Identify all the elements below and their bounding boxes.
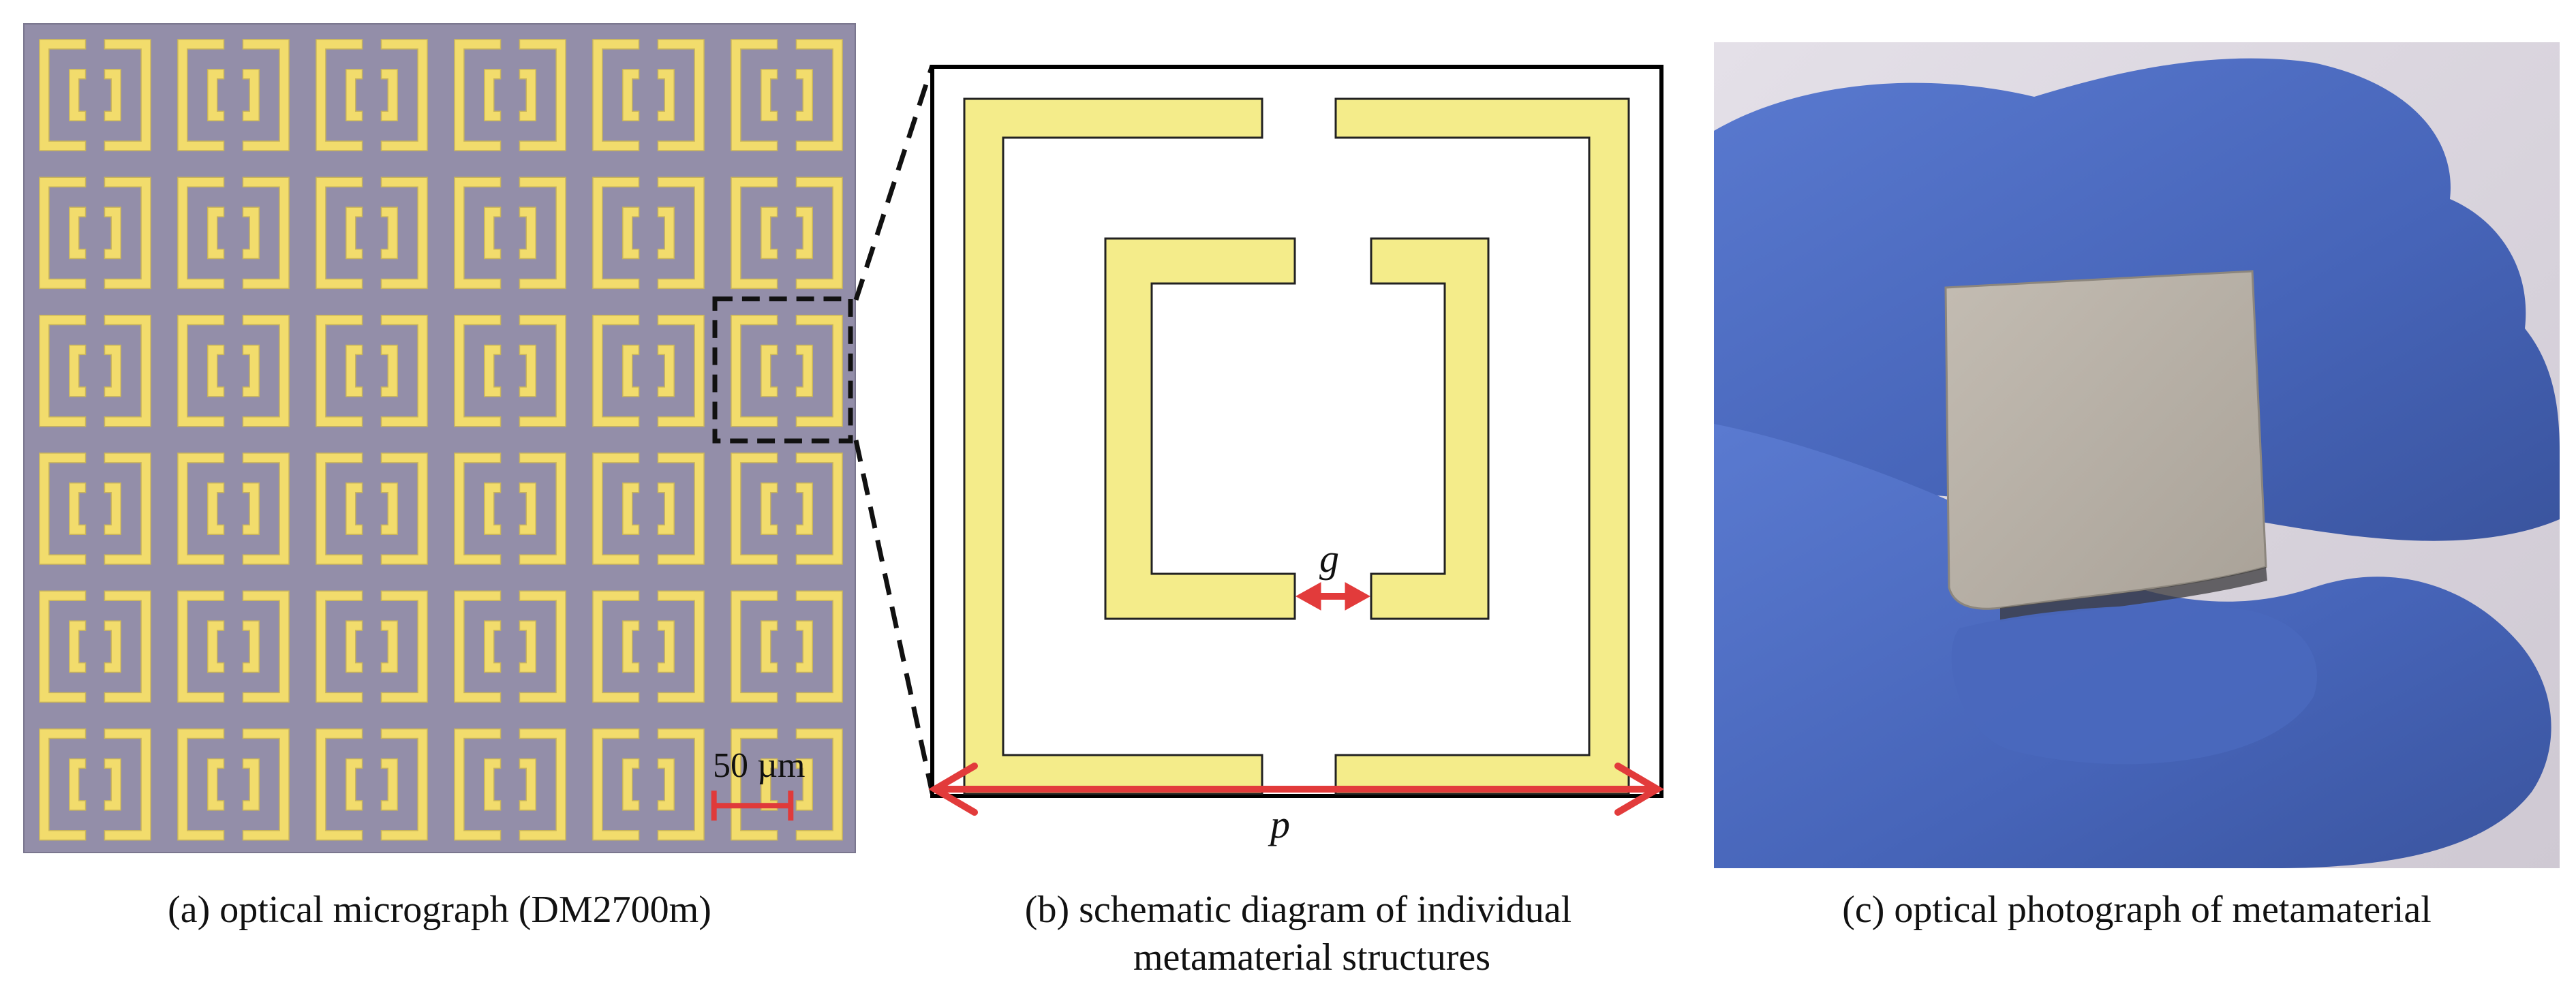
- resonator-cell: [592, 177, 705, 290]
- resonator-cell: [39, 590, 151, 703]
- resonator-cell: [316, 39, 428, 151]
- resonator-cell: [177, 590, 290, 703]
- resonator-cell: [592, 314, 705, 427]
- resonator-cell: [731, 453, 843, 565]
- resonator-cell: [177, 728, 290, 841]
- caption-b: (b) schematic diagram of individual meta…: [927, 886, 1670, 981]
- resonator-cell: [454, 728, 566, 841]
- resonator-cell: [177, 314, 290, 427]
- gap-arrow: [1295, 582, 1371, 611]
- resonator-cell: [316, 590, 428, 703]
- optical-micrograph: 50 µm: [23, 23, 856, 853]
- scale-bar: [711, 791, 794, 821]
- resonator-cell: [177, 177, 290, 290]
- resonator-cell: [731, 590, 843, 703]
- resonator-cell: [731, 728, 843, 841]
- resonator-cell: [454, 453, 566, 565]
- inner-ring-right: [1370, 237, 1490, 620]
- highlight-box: [712, 296, 853, 444]
- resonator-cell: [177, 39, 290, 151]
- resonator-cell: [316, 177, 428, 290]
- period-label: p: [1270, 802, 1290, 846]
- outer-ring-left: [963, 97, 1263, 795]
- unit-cell-schematic: [928, 65, 1664, 816]
- caption-b-line2: metamaterial structures: [1133, 936, 1490, 979]
- resonator-cell: [592, 590, 705, 703]
- resonator-cell: [316, 314, 428, 427]
- outer-ring-right: [1334, 97, 1630, 795]
- unit-cell-frame: [930, 65, 1663, 798]
- gap-label: g: [1319, 536, 1339, 581]
- scale-bar-label: 50 µm: [713, 746, 806, 785]
- resonator-cell: [592, 453, 705, 565]
- resonator-cell: [731, 177, 843, 290]
- resonator-cell: [454, 590, 566, 703]
- resonator-cell: [316, 453, 428, 565]
- resonator-cell: [39, 453, 151, 565]
- resonator-cell: [454, 39, 566, 151]
- metamaterial-photograph: [1714, 42, 2560, 868]
- resonator-cell: [592, 728, 705, 841]
- resonator-cell: [592, 39, 705, 151]
- micrograph-array: [39, 39, 853, 841]
- resonator-cell: [39, 314, 151, 427]
- resonator-cell: [316, 728, 428, 841]
- photo-illustration: [1714, 42, 2560, 868]
- schematic-diagram: g p: [927, 61, 1670, 879]
- resonator-cell: [39, 39, 151, 151]
- resonator-cell: [39, 728, 151, 841]
- period-arrow: [928, 763, 1664, 816]
- resonator-cell: [454, 177, 566, 290]
- resonator-cell: [177, 453, 290, 565]
- caption-c: (c) optical photograph of metamaterial: [1842, 889, 2432, 931]
- resonator-cell: [39, 177, 151, 290]
- resonator-cell: [731, 39, 843, 151]
- caption-a: (a) optical micrograph (DM2700m): [168, 889, 711, 931]
- metamaterial-sample: [1944, 270, 2267, 610]
- glove-thumb: [1951, 605, 2317, 765]
- inner-ring-left: [1104, 237, 1296, 620]
- resonator-cell: [731, 314, 843, 427]
- resonator-cell: [454, 314, 566, 427]
- caption-b-line1: (b) schematic diagram of individual: [1024, 889, 1572, 931]
